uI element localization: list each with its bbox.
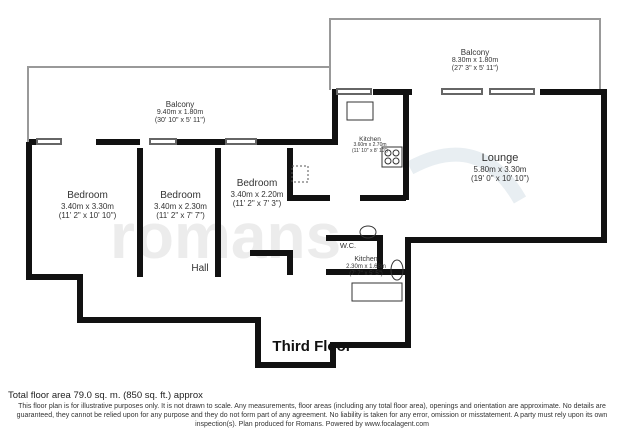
room-imperial: (19' 0" x 10' 10") — [470, 173, 530, 183]
room-label-kitchen-2: Kitchen 2.30m x 1.68m (7' 7" x 5' 5") — [336, 256, 396, 278]
room-imperial: (11' 2" x 7' 3") — [232, 198, 282, 208]
room-imperial: (27' 3" x 5' 11") — [451, 65, 499, 73]
room-label-balcony-left: Balcony 9.40m x 1.80m (30' 10" x 5' 11") — [110, 100, 250, 125]
room-name: Bedroom — [236, 178, 278, 189]
room-label-wc: W.C. — [334, 241, 362, 251]
room-metric: 5.80m x 3.30m — [473, 164, 527, 174]
room-imperial: (30' 10" x 5' 11") — [154, 117, 206, 125]
room-name: Kitchen — [359, 136, 381, 143]
room-metric: 3.40m x 2.20m — [230, 189, 284, 199]
room-metric: 3.40m x 3.30m — [61, 201, 114, 211]
room-name: Balcony — [165, 100, 195, 109]
room-name: Kitchen — [354, 256, 378, 263]
room-imperial: (11' 2" x 7' 7") — [156, 210, 205, 220]
room-metric: 3.40m x 2.30m — [154, 201, 207, 211]
room-metric: 8.30m x 1.80m — [451, 57, 499, 65]
room-label-balcony-right: Balcony 8.30m x 1.80m (27' 3" x 5' 11") — [415, 48, 535, 73]
room-name: Hall — [191, 263, 209, 274]
room-name: Bedroom — [67, 190, 108, 201]
room-label-hall: Hall — [180, 263, 220, 275]
walls — [26, 89, 607, 368]
room-label-kitchen: Kitchen 3.60m x 2.70m (11' 10" x 8' 10") — [335, 136, 405, 155]
room-metric: 3.60m x 2.70m — [353, 142, 387, 149]
room-metric: 2.30m x 1.68m — [346, 264, 386, 271]
balcony-right-rail — [329, 18, 601, 90]
room-label-bedroom-2: Bedroom 3.40m x 2.30m (11' 2" x 7' 7") — [143, 190, 218, 220]
watermark-logo: romans — [110, 200, 341, 272]
room-label-lounge: Lounge 5.80m x 3.30m (19' 0" x 10' 10") — [440, 152, 560, 183]
floor-title: Third Floor — [272, 338, 352, 355]
room-name: Balcony — [460, 48, 490, 57]
room-label-bedroom-3: Bedroom 3.40m x 2.20m (11' 2" x 7' 3") — [221, 178, 293, 208]
total-floor-area: Total floor area 79.0 sq. m. (850 sq. ft… — [8, 390, 203, 401]
room-imperial: (7' 7" x 5' 5") — [349, 270, 383, 277]
room-label-bedroom-1: Bedroom 3.40m x 3.30m (11' 2" x 10' 10") — [40, 190, 135, 220]
room-imperial: (11' 10" x 8' 10") — [352, 148, 388, 155]
room-name: W.C. — [339, 241, 357, 250]
room-name: Lounge — [481, 152, 519, 164]
room-imperial: (11' 2" x 10' 10") — [58, 210, 117, 220]
room-metric: 9.40m x 1.80m — [156, 109, 204, 117]
disclaimer-text: This floor plan is for illustrative purp… — [16, 403, 608, 428]
room-name: Bedroom — [160, 190, 201, 201]
